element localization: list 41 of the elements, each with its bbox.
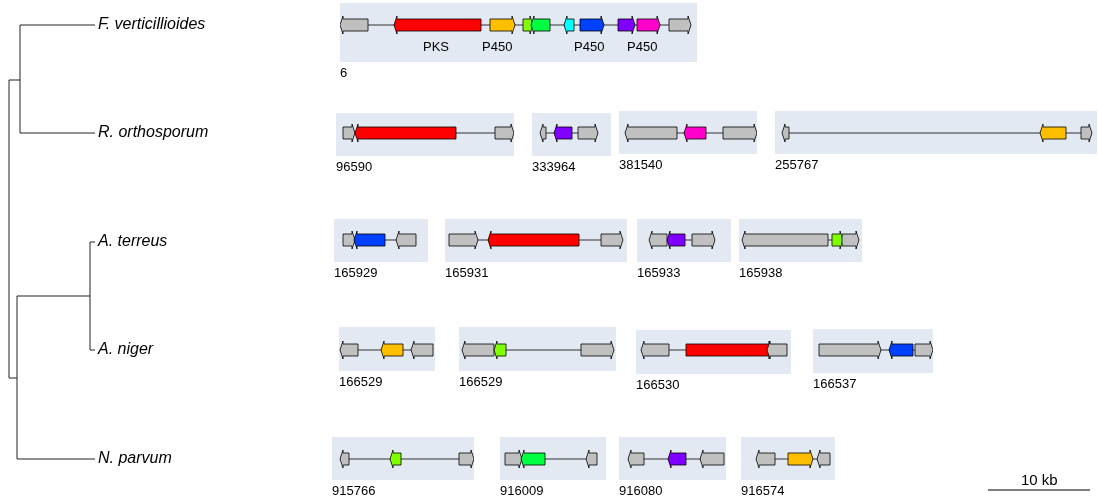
gene-cluster-panel <box>336 113 514 156</box>
gene-cluster-panel <box>532 113 611 156</box>
gene-label: PKS <box>423 39 449 54</box>
gene-label: P450 <box>482 39 513 54</box>
cluster-id: 255767 <box>775 157 819 172</box>
cluster-id: 333964 <box>532 159 576 174</box>
gene-label: P450 <box>627 39 658 54</box>
cluster-id: 166529 <box>459 374 503 389</box>
cluster-id: 166530 <box>636 377 680 392</box>
species-name: A. niger <box>95 340 157 358</box>
cluster-id: 916009 <box>500 483 544 498</box>
cluster-id: 165933 <box>637 265 681 280</box>
cluster-id: 381540 <box>619 157 663 172</box>
gene-cluster-panel <box>500 437 606 480</box>
gene-cluster-panel <box>619 111 757 154</box>
gene-cluster-panel <box>340 3 697 62</box>
gene-cluster-panel <box>637 219 731 262</box>
gene-label: P450 <box>574 39 605 54</box>
gene-cluster-panel <box>339 327 435 371</box>
gene-cluster-panel <box>334 219 428 262</box>
cluster-id: 915766 <box>332 483 376 498</box>
cluster-id: 166529 <box>339 374 383 389</box>
gene-cluster-panel <box>459 327 616 371</box>
gene-cluster-panel <box>636 330 791 374</box>
scale-label: 10 kb <box>1021 471 1058 488</box>
cluster-id: 165938 <box>739 265 783 280</box>
species-name: N. parvum <box>95 449 175 467</box>
cluster-id: 165929 <box>334 265 378 280</box>
cluster-id: 916080 <box>619 483 663 498</box>
cluster-id: 165931 <box>445 265 489 280</box>
cluster-id: 916574 <box>741 483 785 498</box>
gene-cluster-panel <box>741 437 835 480</box>
cluster-id: 166537 <box>813 376 857 391</box>
gene-cluster-panel <box>619 437 726 480</box>
gene-cluster-panel <box>739 219 862 262</box>
gene-cluster-panel <box>332 437 474 480</box>
gene-cluster-panel <box>445 219 627 262</box>
gene-cluster-panel <box>775 111 1097 154</box>
cluster-id: 96590 <box>336 159 373 174</box>
cluster-id: 6 <box>340 65 348 80</box>
gene-cluster-panel <box>813 329 933 373</box>
